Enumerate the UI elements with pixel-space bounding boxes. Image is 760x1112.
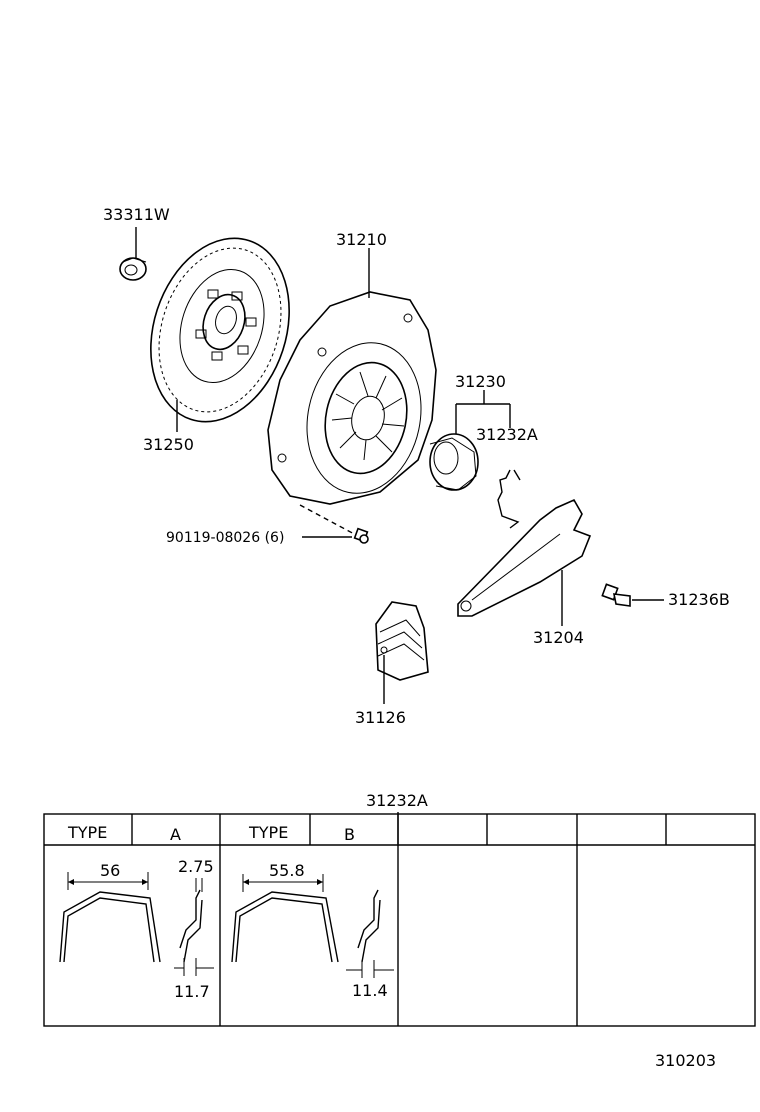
type-b-value: B (344, 825, 355, 844)
label-31250: 31250 (143, 435, 194, 454)
label-31236b: 31236B (668, 590, 730, 609)
type-a-value: A (170, 825, 181, 844)
label-33311w: 33311W (103, 205, 170, 224)
type-b-clip-icon (231, 874, 394, 978)
clutch-cover-icon (267, 291, 437, 505)
hub-clip-icon (497, 469, 521, 529)
type-b-width-dim: 55.8 (269, 861, 305, 880)
type-b-header: TYPE (248, 823, 288, 842)
label-31210: 31210 (336, 230, 387, 249)
release-bearing-icon (429, 433, 479, 491)
release-fork-icon (457, 498, 592, 617)
leader-dashed (299, 504, 359, 537)
label-31126: 31126 (355, 708, 406, 727)
diagram-code: 310203 (655, 1051, 716, 1070)
type-a-header: TYPE (67, 823, 107, 842)
type-b-depth-dim: 11.4 (352, 981, 388, 1000)
type-a-clip-icon (59, 872, 214, 976)
label-31204: 31204 (533, 628, 584, 647)
fork-boot-icon (375, 601, 429, 681)
table-title: 31232A (366, 791, 428, 810)
label-31230: 31230 (455, 372, 506, 391)
label-90119-08026: 90119-08026 (6) (166, 530, 284, 546)
type-a-depth-dim: 11.7 (174, 982, 210, 1001)
label-31232a: 31232A (476, 425, 538, 444)
clutch-disc-icon (150, 237, 290, 423)
type-a-thickness-dim: 2.75 (178, 857, 214, 876)
type-a-width-dim: 56 (100, 861, 120, 880)
clip-type-table (43, 813, 756, 1027)
bolt-icon (353, 527, 369, 544)
pilot-bearing-icon (119, 257, 147, 281)
pivot-stud-icon (601, 583, 631, 607)
